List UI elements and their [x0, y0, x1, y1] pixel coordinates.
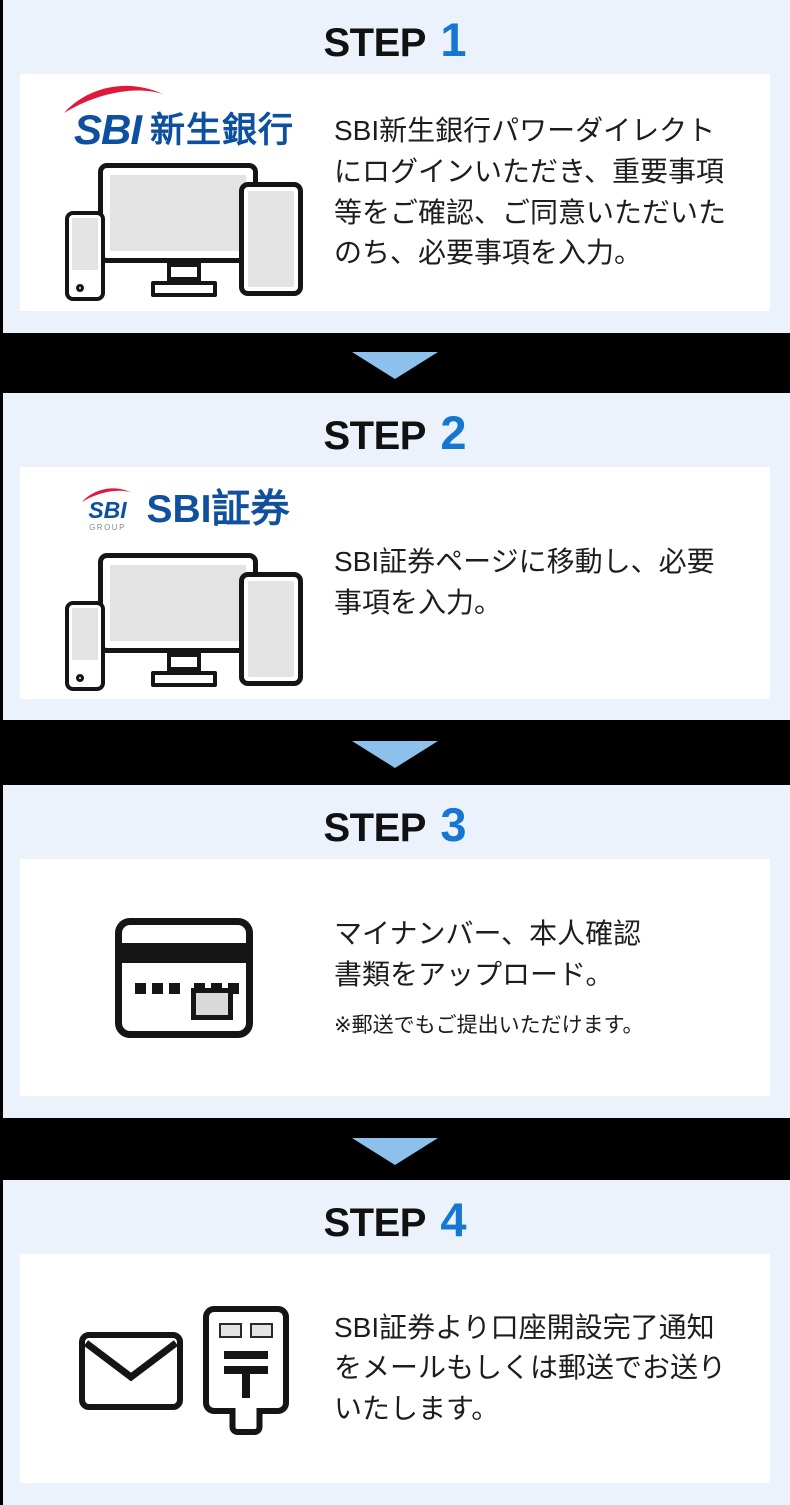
postbox-leg [229, 1407, 263, 1435]
step-3-text: マイナンバー、本人確認 書類をアップロード。 ※郵送でもご提出いただけます。 [310, 914, 752, 1041]
step-3-visual [58, 917, 310, 1038]
monitor-stand [167, 653, 201, 671]
connector-band [0, 720, 790, 785]
connector-band [0, 1118, 790, 1180]
card-magnetic-stripe [122, 942, 246, 963]
smartphone-screen [72, 608, 98, 660]
step-label: STEP [323, 21, 426, 65]
step-2-visual: SBI GROUP SBI証券 [58, 475, 310, 691]
down-arrow-icon [352, 351, 438, 379]
tablet-icon [239, 181, 303, 296]
red-swoosh-icon [63, 85, 163, 113]
monitor-base [151, 280, 217, 297]
monitor-screen [110, 565, 246, 641]
down-arrow-icon [352, 1137, 438, 1165]
step-label: STEP [323, 806, 426, 850]
monitor-icon [98, 553, 258, 653]
devices-illustration [65, 553, 303, 691]
smartphone-home-button [76, 283, 84, 292]
smartphone-screen [72, 217, 98, 270]
step-2-card: SBI GROUP SBI証券 SBI証券ページに移動し、必要 事項を入力。 [20, 467, 770, 699]
devices-illustration [65, 162, 303, 301]
card-chip [191, 987, 233, 1020]
step-4-header: STEP 4 [0, 1180, 790, 1254]
smartphone-icon [65, 601, 105, 691]
bank-name-text: 新生銀行 [150, 111, 295, 150]
step-1-text: SBI新生銀行パワーダイレクト にログインいただき、重要事項 等をご確認、ご同意… [310, 111, 752, 273]
step-1-description: SBI新生銀行パワーダイレクト にログインいただき、重要事項 等をご確認、ご同意… [334, 115, 727, 269]
step-2-text: SBI証券ページに移動し、必要 事項を入力。 [310, 542, 752, 623]
sbi-logo-text: SBI [73, 105, 142, 153]
postal-mark [224, 1350, 268, 1359]
tablet-screen [248, 581, 294, 677]
step-1-card: SBI 新生銀行 SBI新生銀行パワーダイレクト にログインいただき、重要事項 … [20, 74, 770, 311]
step-4-section: STEP 4 [0, 1180, 790, 1505]
step-2-description: SBI証券ページに移動し、必要 事項を入力。 [334, 546, 715, 618]
step-number: 4 [440, 1193, 467, 1246]
step-4-card: SBI証券より口座開設完了通知 をメールもしくは郵送でお送り いたします。 [20, 1254, 770, 1483]
envelope-flap [85, 1339, 177, 1381]
envelope-icon [79, 1331, 183, 1410]
step-number: 1 [440, 13, 467, 66]
step-3-card: マイナンバー、本人確認 書類をアップロード。 ※郵送でもご提出いただけます。 [20, 859, 770, 1096]
step-2-section: STEP 2 SBI GROUP SBI証券 [0, 393, 790, 720]
sbi-mark-text: SBI [88, 496, 127, 523]
step-3-note: ※郵送でもご提出いただけます。 [334, 1014, 644, 1038]
step-1-header: STEP 1 [0, 0, 790, 74]
step-label: STEP [323, 414, 426, 458]
step-number: 3 [440, 798, 467, 851]
step-3-header: STEP 3 [0, 785, 790, 859]
securities-name-text: SBI証券 [146, 487, 290, 531]
id-card-icon [115, 917, 253, 1038]
monitor-icon [98, 162, 258, 263]
step-4-description: SBI証券より口座開設完了通知 をメールもしくは郵送でお送り いたします。 [334, 1311, 727, 1424]
postbox-icon [203, 1305, 289, 1435]
sbi-logo-mark: SBI [63, 85, 163, 153]
down-arrow-icon [352, 741, 438, 768]
sbi-securities-logo: SBI GROUP SBI証券 [78, 477, 290, 541]
left-edge-strip [0, 0, 3, 1505]
sbi-shinsei-bank-logo: SBI 新生銀行 [63, 85, 295, 153]
tablet-screen [248, 190, 294, 287]
tablet-icon [239, 572, 303, 686]
step-2-header: STEP 2 [0, 393, 790, 467]
postbox-slots [209, 1322, 283, 1338]
monitor-base [151, 671, 217, 687]
step-number: 2 [440, 406, 467, 459]
step-3-section: STEP 3 マイナンバー、本人確認 書類をアップロード。 ※郵送でもご提出いた… [0, 785, 790, 1118]
smartphone-home-button [76, 674, 84, 682]
monitor-screen [110, 174, 246, 251]
step-4-visual [58, 1302, 310, 1436]
step-1-visual: SBI 新生銀行 [58, 85, 310, 301]
connector-band [0, 333, 790, 393]
smartphone-icon [65, 210, 105, 301]
sbi-group-mark: SBI GROUP [78, 487, 136, 532]
step-4-text: SBI証券より口座開設完了通知 をメールもしくは郵送でお送り いたします。 [310, 1308, 752, 1430]
step-1-section: STEP 1 SBI 新生銀行 [0, 0, 790, 333]
mail-illustration [79, 1305, 289, 1436]
group-mark-text: GROUP [89, 522, 126, 532]
step-3-description: マイナンバー、本人確認 書類をアップロード。 [334, 918, 642, 990]
monitor-stand [167, 262, 201, 281]
step-label: STEP [323, 1201, 426, 1245]
red-swoosh-icon [82, 487, 132, 502]
